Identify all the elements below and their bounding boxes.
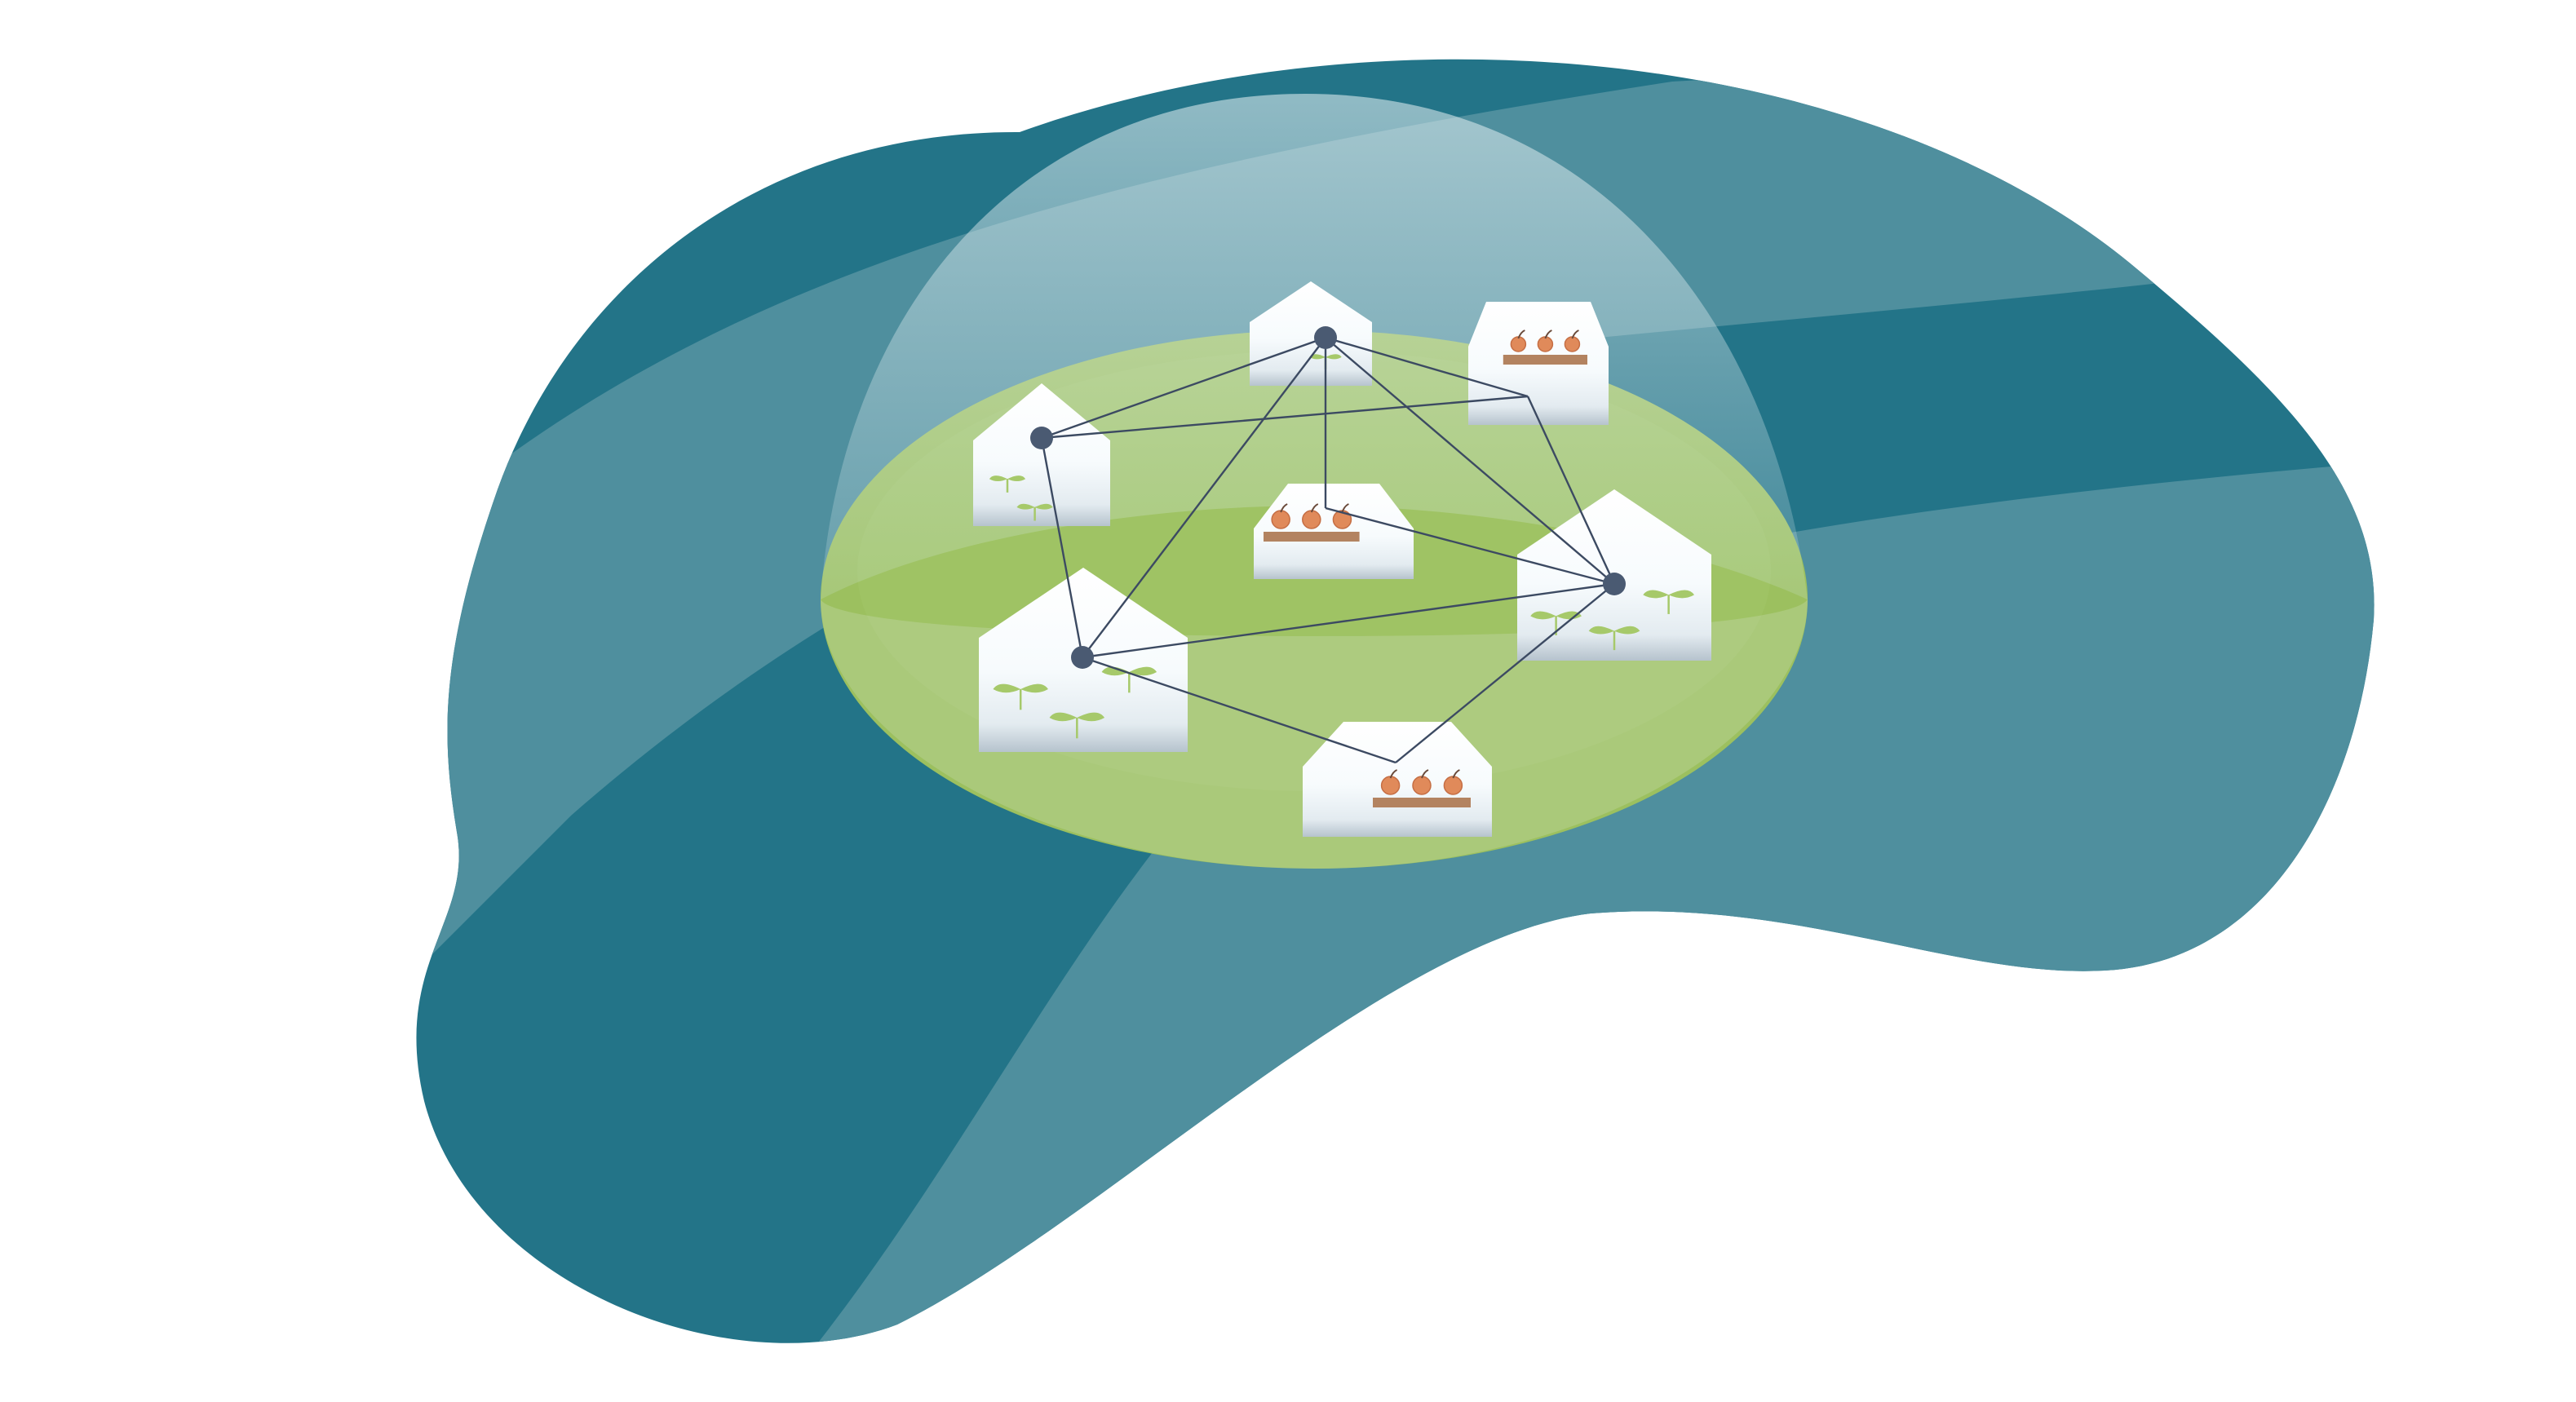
gh-top-body (1250, 281, 1372, 386)
fruit-icon (1302, 503, 1321, 529)
seedling-icon (993, 683, 1048, 710)
seedling-icon (1101, 666, 1157, 693)
network-link (1395, 583, 1615, 763)
seedling-icon (1049, 712, 1105, 739)
node-left (1030, 427, 1053, 449)
fruit-icon (1564, 329, 1581, 352)
fruit-icon (1412, 769, 1432, 795)
gh-bottom-fruit-tray (1373, 798, 1471, 807)
gh-top-right-fruit-tray (1503, 355, 1587, 365)
seedling-icon (989, 475, 1026, 493)
gh-center-fruit-tray (1264, 532, 1360, 542)
landscape-band-upper (416, 65, 2375, 1019)
network-link (1082, 337, 1326, 658)
fruit-icon (1271, 503, 1290, 529)
network-link (1325, 336, 1529, 398)
node-right (1603, 573, 1626, 595)
network-link (1526, 396, 1616, 585)
fruit-icon (1380, 769, 1401, 795)
fruit-icon (1537, 329, 1554, 352)
fruit-icon (1332, 503, 1352, 529)
seedling-icon (1016, 503, 1053, 521)
seedling-icon (1643, 590, 1694, 614)
network (1030, 326, 1626, 764)
gh-bottom-greenhouse (1303, 722, 1492, 837)
network-link (1041, 336, 1326, 440)
network-link (1325, 337, 1615, 585)
network-link (1041, 395, 1529, 440)
gh-top-right-greenhouse (1468, 302, 1609, 425)
network-link (1082, 656, 1396, 764)
node-bottom-left (1071, 646, 1094, 669)
fruit-icon (1443, 769, 1463, 795)
network-link (1325, 506, 1615, 586)
gh-left-greenhouse (973, 383, 1110, 526)
network-link (1082, 582, 1615, 659)
network-link (1040, 437, 1084, 658)
gh-center-greenhouse (1254, 484, 1414, 579)
fruit-icon (1510, 329, 1527, 352)
seedling-icon (1588, 626, 1640, 651)
gh-center-body (1254, 484, 1414, 579)
node-top (1314, 326, 1337, 349)
greenhouses (973, 281, 1711, 837)
